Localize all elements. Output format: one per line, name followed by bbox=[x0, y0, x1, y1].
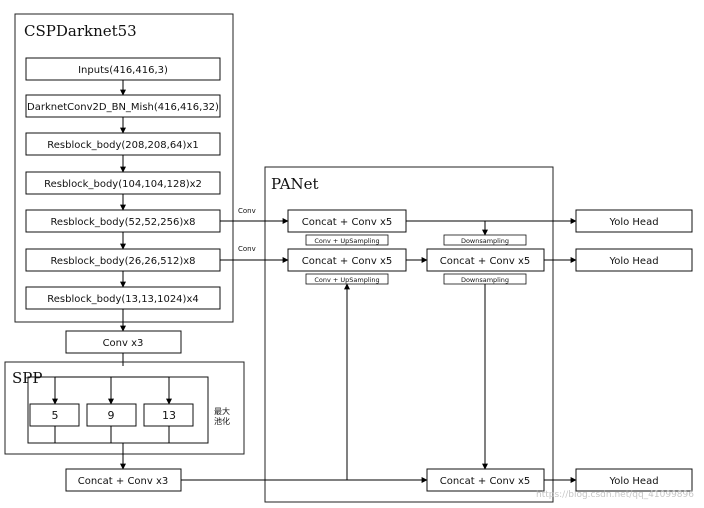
panet-upsample-mid-label: Conv + UpSampling bbox=[314, 276, 379, 284]
panet-concat-bottom-label: Concat + Conv x5 bbox=[440, 476, 531, 487]
yolo-head-2-label: Yolo Head bbox=[608, 256, 658, 267]
csp-block-inputs-label: Inputs(416,416,3) bbox=[78, 65, 168, 76]
csp-block-resblock-208-label: Resblock_body(208,208,64)x1 bbox=[47, 140, 198, 151]
panet-title: PANet bbox=[271, 175, 319, 193]
watermark-text: https://blog.csdn.net/qq_41099896 bbox=[536, 490, 694, 500]
panet-frame bbox=[264, 166, 554, 503]
panet-downsample-top-label: Downsampling bbox=[461, 237, 509, 245]
yolo-head-1-label: Yolo Head bbox=[608, 217, 658, 228]
csp-block-resblock-26-label: Resblock_body(26,26,512)x8 bbox=[50, 256, 195, 267]
panet-upsample-top bbox=[305, 234, 389, 246]
yolo-head-1 bbox=[575, 209, 693, 233]
yolo-head-3 bbox=[575, 468, 693, 492]
panet-upsample-top-label: Conv + UpSampling bbox=[314, 237, 379, 245]
spp-title: SPP bbox=[12, 369, 42, 387]
conv-label-top: Conv bbox=[238, 207, 256, 215]
panet-group: PANet Concat + Conv x5 Conv + UpSampling… bbox=[264, 166, 554, 503]
yolo-head-3-label: Yolo Head bbox=[608, 476, 658, 487]
concat-conv-x3-label: Concat + Conv x3 bbox=[78, 476, 169, 487]
spp-pool-5-label: 5 bbox=[52, 409, 59, 422]
spp-maxpool-note-line2: 池化 bbox=[214, 416, 230, 426]
panet-concat-left-top-label: Concat + Conv x5 bbox=[302, 217, 393, 228]
csp-block-resblock-13-label: Resblock_body(13,13,1024)x4 bbox=[47, 294, 198, 305]
cspdarknet53-group: CSPDarknet53 Inputs(416,416,3) DarknetCo… bbox=[14, 13, 234, 323]
panet-concat-left-mid-label: Concat + Conv x5 bbox=[302, 256, 393, 267]
cspdarknet53-title: CSPDarknet53 bbox=[24, 22, 137, 40]
conv-label-mid: Conv bbox=[238, 245, 256, 253]
conv-x3-label: Conv x3 bbox=[103, 338, 144, 349]
spp-group: SPP 5 9 13 最大 池化 bbox=[4, 361, 245, 455]
csp-block-resblock-52-label: Resblock_body(52,52,256)x8 bbox=[50, 217, 195, 228]
csp-block-darknetconv-label: DarknetConv2D_BN_Mish(416,416,32) bbox=[27, 102, 219, 113]
csp-block-resblock-104-label: Resblock_body(104,104,128)x2 bbox=[44, 179, 202, 190]
spp-frame bbox=[4, 361, 245, 455]
cspdarknet53-frame bbox=[14, 13, 234, 323]
yolo-head-2 bbox=[575, 248, 693, 272]
panet-downsample-mid-label: Downsampling bbox=[461, 276, 509, 284]
spp-maxpool-note-line1: 最大 bbox=[214, 406, 230, 416]
spp-pool-13-label: 13 bbox=[162, 409, 176, 422]
spp-pool-9-label: 9 bbox=[108, 409, 115, 422]
panet-concat-right-mid-label: Concat + Conv x5 bbox=[440, 256, 531, 267]
